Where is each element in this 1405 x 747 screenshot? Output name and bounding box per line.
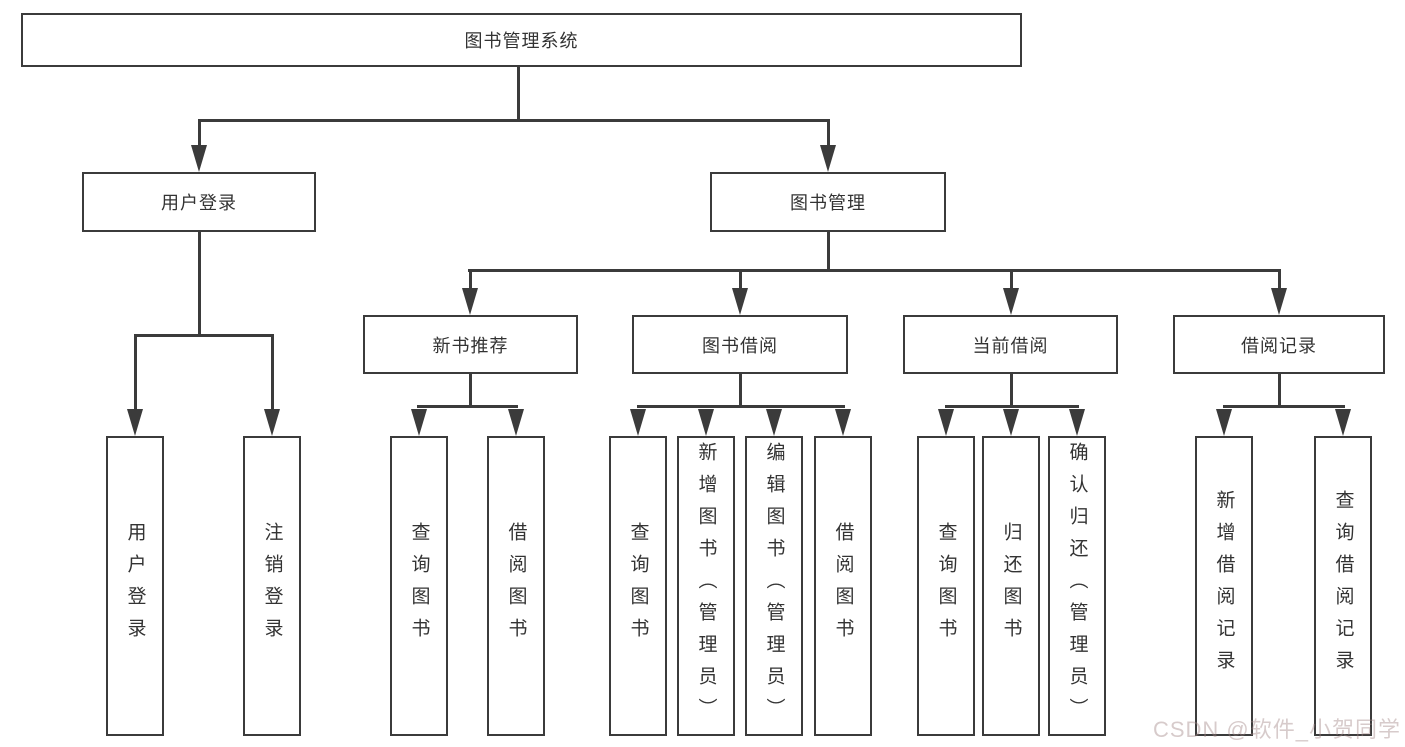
arrow-down-icon (1003, 288, 1019, 315)
arrow-down-icon (411, 409, 427, 436)
leaf-node-logout: 注销登录 (243, 436, 301, 736)
leaf-node-query-books: 查询图书 (609, 436, 667, 736)
node-book-borrowing: 图书借阅 (632, 315, 848, 374)
node-label: 新书推荐 (432, 335, 509, 356)
leaf-node-confirm-return-admin: 确认归还（管理员） (1048, 436, 1106, 736)
arrow-down-icon (1216, 409, 1232, 436)
arrow-down-icon (698, 409, 714, 436)
connector-line (739, 269, 742, 293)
connector-line (198, 230, 201, 336)
leaf-node-user-login: 用户登录 (106, 436, 164, 736)
leaf-node-query-borrow-record: 查询借阅记录 (1314, 436, 1372, 736)
arrow-down-icon (732, 288, 748, 315)
node-label: 借阅记录 (1241, 335, 1317, 356)
leaf-label: 查询图书 (408, 522, 430, 650)
arrow-down-icon (191, 145, 207, 172)
connector-line (1010, 372, 1013, 407)
leaf-label: 新增借阅记录 (1213, 490, 1235, 682)
connector-line (134, 334, 137, 412)
node-current-borrowing: 当前借阅 (903, 315, 1118, 374)
leaf-node-add-books-admin: 新增图书（管理员） (677, 436, 735, 736)
node-book-management: 图书管理 (710, 172, 946, 232)
leaf-node-return-books: 归还图书 (982, 436, 1040, 736)
leaf-node-borrow-books: 借阅图书 (814, 436, 872, 736)
connector-line (198, 119, 201, 151)
leaf-label: 借阅图书 (832, 522, 854, 650)
connector-line (1010, 269, 1013, 293)
arrow-down-icon (1271, 288, 1287, 315)
arrow-down-icon (127, 409, 143, 436)
arrow-down-icon (630, 409, 646, 436)
connector-line (469, 372, 472, 407)
arrow-down-icon (1069, 409, 1085, 436)
leaf-node-query-books: 查询图书 (917, 436, 975, 736)
arrow-down-icon (1335, 409, 1351, 436)
leaf-label: 归还图书 (1000, 522, 1022, 650)
arrow-down-icon (835, 409, 851, 436)
leaf-label: 确认归还（管理员） (1066, 442, 1088, 730)
leaf-label: 新增图书（管理员） (695, 442, 717, 730)
leaf-node-query-books: 查询图书 (390, 436, 448, 736)
leaf-node-borrow-books: 借阅图书 (487, 436, 545, 736)
connector-line (198, 119, 830, 122)
leaf-node-add-borrow-record: 新增借阅记录 (1195, 436, 1253, 736)
leaf-label: 用户登录 (124, 522, 146, 650)
connector-line (1278, 269, 1281, 293)
node-label: 图书管理 (790, 193, 866, 213)
node-label: 用户登录 (161, 193, 237, 213)
connector-line (271, 334, 274, 412)
arrow-down-icon (264, 409, 280, 436)
connector-line (945, 405, 1079, 408)
node-label: 图书管理系统 (464, 31, 579, 51)
connector-line (468, 269, 1281, 272)
leaf-label: 借阅图书 (505, 522, 527, 650)
csdn-watermark: CSDN @软件_小贺同学 (1152, 717, 1401, 742)
node-borrowing-records: 借阅记录 (1173, 315, 1385, 374)
arrow-down-icon (938, 409, 954, 436)
node-label: 图书借阅 (702, 335, 778, 356)
node-label: 当前借阅 (972, 335, 1049, 356)
leaf-label: 编辑图书（管理员） (763, 442, 785, 730)
connector-line (827, 230, 830, 272)
leaf-label: 查询图书 (935, 522, 957, 650)
connector-line (1223, 405, 1345, 408)
connector-line (134, 334, 274, 337)
leaf-label: 查询图书 (627, 522, 649, 650)
leaf-label: 注销登录 (261, 522, 283, 650)
connector-line (417, 405, 518, 408)
node-user-login: 用户登录 (82, 172, 316, 232)
node-new-book-recommendation: 新书推荐 (363, 315, 578, 374)
arrow-down-icon (766, 409, 782, 436)
connector-line (1278, 372, 1281, 407)
connector-line (469, 269, 472, 293)
connector-line (517, 65, 520, 122)
arrow-down-icon (820, 145, 836, 172)
arrow-down-icon (508, 409, 524, 436)
connector-line (739, 372, 742, 407)
arrow-down-icon (462, 288, 478, 315)
arrow-down-icon (1003, 409, 1019, 436)
connector-line (827, 119, 830, 151)
leaf-node-edit-books-admin: 编辑图书（管理员） (745, 436, 803, 736)
leaf-label: 查询借阅记录 (1332, 490, 1354, 682)
connector-line (637, 405, 845, 408)
node-library-management-system: 图书管理系统 (21, 13, 1022, 67)
